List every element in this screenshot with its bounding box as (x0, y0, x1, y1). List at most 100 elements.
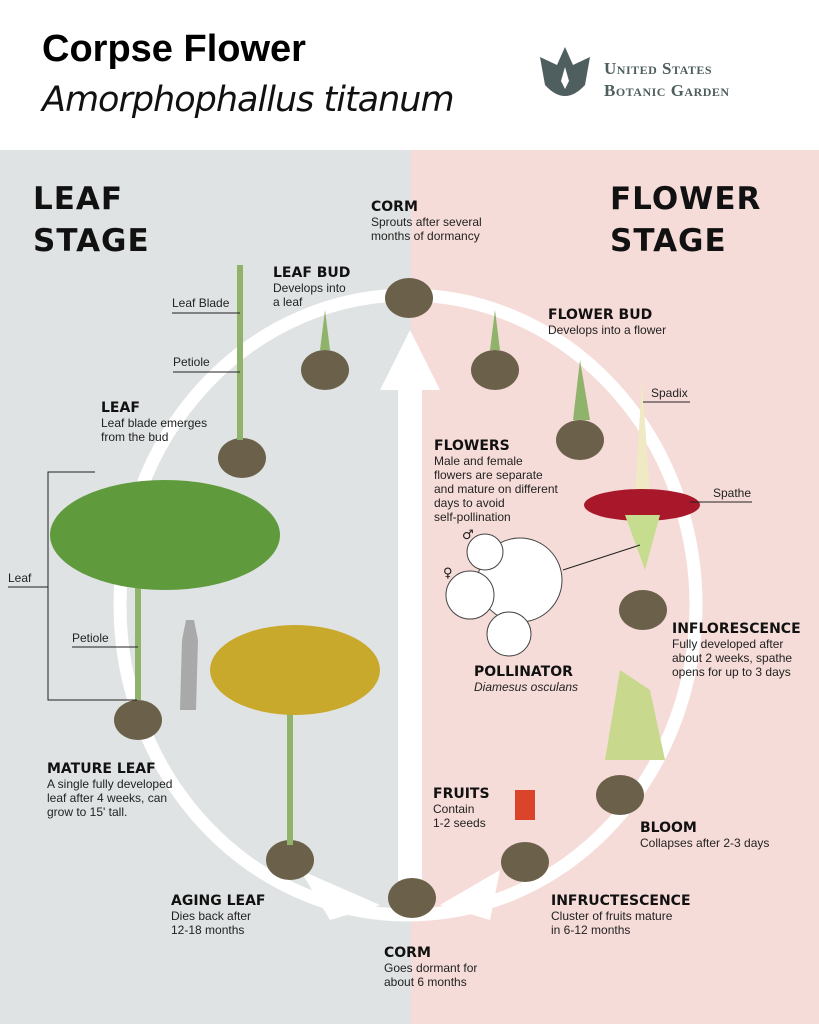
step-desc: from the bud (101, 430, 169, 444)
label-spadix: Spadix (651, 386, 688, 400)
pollinator-circle (486, 611, 532, 657)
fruit-cluster-icon (515, 790, 535, 820)
label-petiole-mature: Petiole (72, 631, 109, 645)
logo-line-1: United States (604, 59, 713, 78)
heading-line: FLOWER (610, 181, 762, 217)
center-up-arrow (380, 330, 440, 905)
heading-line: STAGE (33, 223, 150, 259)
step-desc: about 6 months (384, 975, 467, 989)
page-title: Corpse Flower (42, 28, 306, 70)
step-desc: flowers are separate (434, 468, 543, 482)
step-desc: a leaf (273, 295, 303, 309)
step-desc: self-pollination (434, 510, 511, 524)
step-title: LEAF (101, 400, 140, 416)
step-title: CORM (371, 199, 418, 215)
step-desc: opens for up to 3 days (672, 665, 791, 679)
corm-icon (301, 350, 349, 390)
bloom-icon (605, 670, 665, 760)
step-desc: Cluster of fruits mature (551, 909, 673, 923)
label-leaf-blade: Leaf Blade (172, 296, 230, 310)
corm-icon (385, 278, 433, 318)
step-title: FLOWERS (434, 438, 510, 454)
label-spathe: Spathe (713, 486, 752, 500)
corm-icon (218, 438, 266, 478)
botanic-garden-logo-text: United States Botanic Garden (604, 58, 730, 102)
aging-leaf-canopy (210, 625, 380, 715)
step-title: CORM (384, 945, 431, 961)
corm-icon (619, 590, 667, 630)
corm-icon (501, 842, 549, 882)
step-desc: months of dormancy (371, 229, 480, 243)
corm-icon (596, 775, 644, 815)
step-title: POLLINATOR (474, 664, 573, 680)
step-desc: Collapses after 2-3 days (640, 836, 770, 850)
human-silhouette (180, 620, 198, 710)
step-desc: in 6-12 months (551, 923, 631, 937)
heading-line: STAGE (610, 223, 727, 259)
botanic-garden-logo-icon (540, 47, 590, 96)
step-desc: 1-2 seeds (433, 816, 486, 830)
step-title: BLOOM (640, 820, 697, 836)
step-desc: days to avoid (434, 496, 505, 510)
species-name: Amorphophallus titanum (42, 80, 455, 120)
step-desc: Fully developed after (672, 637, 784, 651)
step-title: FRUITS (433, 786, 490, 802)
step-desc: Leaf blade emerges (101, 416, 208, 430)
step-title: MATURE LEAF (47, 761, 156, 777)
corm-icon (556, 420, 604, 460)
step-desc: Male and female (434, 454, 523, 468)
label-leaf: Leaf (8, 571, 32, 585)
step-title: FLOWER BUD (548, 307, 653, 323)
flower-stage-heading: FLOWER STAGE (610, 178, 761, 262)
step-desc: Goes dormant for (384, 961, 478, 975)
step-desc: leaf after 4 weeks, can (47, 791, 168, 805)
label-petiole: Petiole (173, 355, 210, 369)
corm-icon (471, 350, 519, 390)
leaf-stage-background (0, 150, 411, 1024)
corm-icon (114, 700, 162, 740)
step-desc: Dies back after (171, 909, 252, 923)
heading-line: LEAF (33, 181, 124, 217)
step-desc: and mature on different (434, 482, 558, 496)
corm-icon (266, 840, 314, 880)
arrowhead-left (300, 870, 380, 920)
callout-lines (8, 312, 752, 701)
spadix-icon (635, 380, 650, 495)
step-desc: Develops into a flower (548, 323, 667, 337)
step-title: LEAF BUD (273, 265, 351, 281)
male-flowers-circle (466, 533, 504, 571)
female-flowers-circle (445, 570, 495, 620)
spathe-icon (584, 489, 700, 521)
female-symbol: ♀ (443, 566, 453, 581)
logo-line-2: Botanic Garden (604, 81, 730, 100)
step-desc: grow to 15' tall. (47, 805, 128, 819)
step-desc: A single fully developed (47, 777, 173, 791)
male-symbol: ♂ (462, 528, 474, 543)
step-title: AGING LEAF (171, 893, 266, 909)
corm-icon (388, 878, 436, 918)
step-desc: Develops into (273, 281, 346, 295)
step-desc: Diamesus osculans (474, 680, 579, 694)
step-title: INFLORESCENCE (672, 621, 801, 637)
step-desc: about 2 weeks, spathe (672, 651, 793, 665)
step-desc: 12-18 months (171, 923, 245, 937)
step-desc: Contain (433, 802, 475, 816)
arrowhead-right (440, 870, 500, 920)
corms (114, 278, 667, 918)
mature-leaf-canopy (50, 480, 280, 590)
leaf-stage-heading: LEAF STAGE (33, 178, 150, 262)
